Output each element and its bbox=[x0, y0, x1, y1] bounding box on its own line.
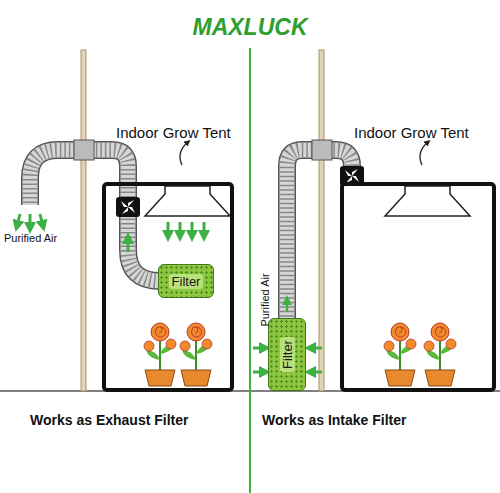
plant bbox=[384, 323, 416, 386]
brand-title: MAXLUCK bbox=[0, 14, 500, 41]
inline-fan bbox=[116, 197, 140, 217]
grow-tent: Indoor Grow Tent bbox=[340, 182, 496, 392]
duct-coupling bbox=[74, 140, 94, 160]
wooden-pole bbox=[319, 50, 324, 391]
plant bbox=[144, 323, 176, 386]
tent-label: Indoor Grow Tent bbox=[354, 124, 469, 141]
caption-text: Works as Exhaust Filter bbox=[30, 412, 188, 428]
curved-arrow bbox=[420, 142, 428, 165]
filter-label: Filter bbox=[169, 274, 204, 289]
airflow-label: Purified Air bbox=[4, 232, 57, 244]
grow-lamp bbox=[145, 186, 230, 216]
duct bbox=[30, 150, 160, 281]
carbon-filter: Filter bbox=[268, 318, 306, 391]
curved-arrow bbox=[180, 142, 188, 165]
wooden-pole bbox=[81, 50, 86, 391]
plant bbox=[424, 323, 456, 386]
filter-label: Filter bbox=[279, 337, 294, 372]
airflow-label: Purified Air bbox=[259, 273, 271, 326]
caption-text: Works as Intake Filter bbox=[262, 412, 406, 428]
grow-lamp bbox=[385, 186, 470, 216]
grow-tent: Indoor Grow TentFilter bbox=[102, 182, 234, 392]
plant bbox=[180, 323, 212, 386]
duct-coupling bbox=[312, 140, 332, 160]
carbon-filter: Filter bbox=[158, 264, 214, 298]
divider-line bbox=[249, 48, 251, 493]
tent-label: Indoor Grow Tent bbox=[116, 124, 231, 141]
